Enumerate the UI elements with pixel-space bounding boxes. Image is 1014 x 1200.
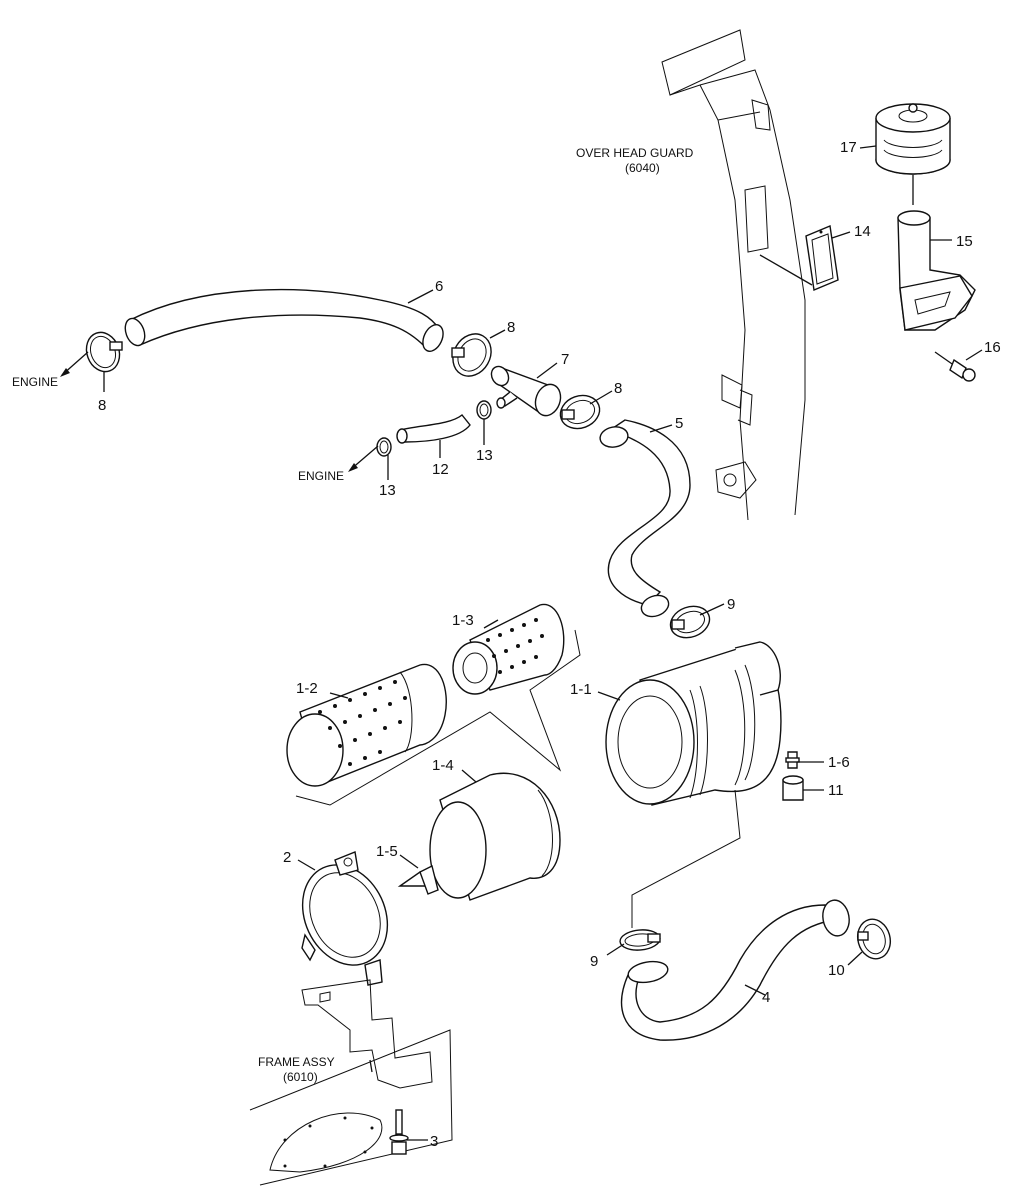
reference-engine-a: ENGINE [12,375,58,389]
part-6-hose [124,288,444,352]
filter-perforation-holes [318,618,544,766]
part-8-clamp-right [559,394,601,430]
part-1-5-valve [397,864,439,895]
label-part-1-3: 1-3 [452,612,474,629]
part-2-bracket-band [301,851,389,986]
part-8-clamp-left [85,331,123,373]
part-3-bolt [389,1109,409,1155]
part-7-tee [490,365,562,417]
connection-line-4 [631,789,741,928]
part-16-bolt [934,351,976,382]
label-part-1-1: 1-1 [570,681,592,698]
label-part-8-mid: 8 [507,319,515,336]
part-10-clamp [857,918,891,960]
part-15-duct [897,210,976,331]
engine-arrow-b [348,445,379,472]
label-part-1-5: 1-5 [376,843,398,860]
label-part-7: 7 [561,351,569,368]
label-part-12: 12 [432,461,449,478]
part-17-cap [875,103,951,175]
part-12-small-hose [396,414,471,444]
part-13-clamp-b [376,437,392,457]
label-part-13-b: 13 [379,482,396,499]
engine-arrow-a [60,351,89,377]
reference-over-head-guard-code: (6040) [625,161,660,175]
label-part-1-6: 1-6 [828,754,850,771]
label-part-6: 6 [435,278,443,295]
reference-frame-assy-code: (6010) [283,1070,318,1084]
element-group-bracket [295,629,581,806]
reference-engine-b: ENGINE [298,469,344,483]
label-part-8-right: 8 [614,380,622,397]
label-part-16: 16 [984,339,1001,356]
label-part-15: 15 [956,233,973,250]
over-head-guard-structure [661,29,806,521]
part-1-4-cover [429,772,561,901]
label-part-13-a: 13 [476,447,493,464]
part-8-clamp-mid [451,333,492,377]
label-part-1-2: 1-2 [296,680,318,697]
part-4-hose [621,899,850,1041]
part-11-plug [782,775,804,801]
part-9-clamp-lower [619,929,661,951]
label-part-17: 17 [840,139,857,156]
label-part-5: 5 [675,415,683,432]
part-1-1-air-cleaner-body [605,641,782,806]
leader-lines [103,145,983,1141]
label-part-9-upper: 9 [727,596,735,613]
part-14-gasket [805,225,839,291]
label-part-14: 14 [854,223,871,240]
label-part-10: 10 [828,962,845,979]
part-13-clamp-a [476,400,492,420]
part-5-hose [599,419,691,618]
part-1-2-outer-element [286,663,447,787]
reference-frame-assy: FRAME ASSY [258,1055,335,1069]
part-1-6-fitting [785,751,800,769]
label-part-9-lower: 9 [590,953,598,970]
label-part-1-4: 1-4 [432,757,454,774]
frame-assy-structure [249,979,453,1186]
label-part-3: 3 [430,1133,438,1150]
reference-over-head-guard: OVER HEAD GUARD [576,146,694,160]
label-part-8-left: 8 [98,397,106,414]
label-part-2: 2 [283,849,291,866]
label-part-4: 4 [762,989,770,1006]
label-part-11: 11 [828,782,844,799]
part-9-clamp-upper [669,605,711,639]
